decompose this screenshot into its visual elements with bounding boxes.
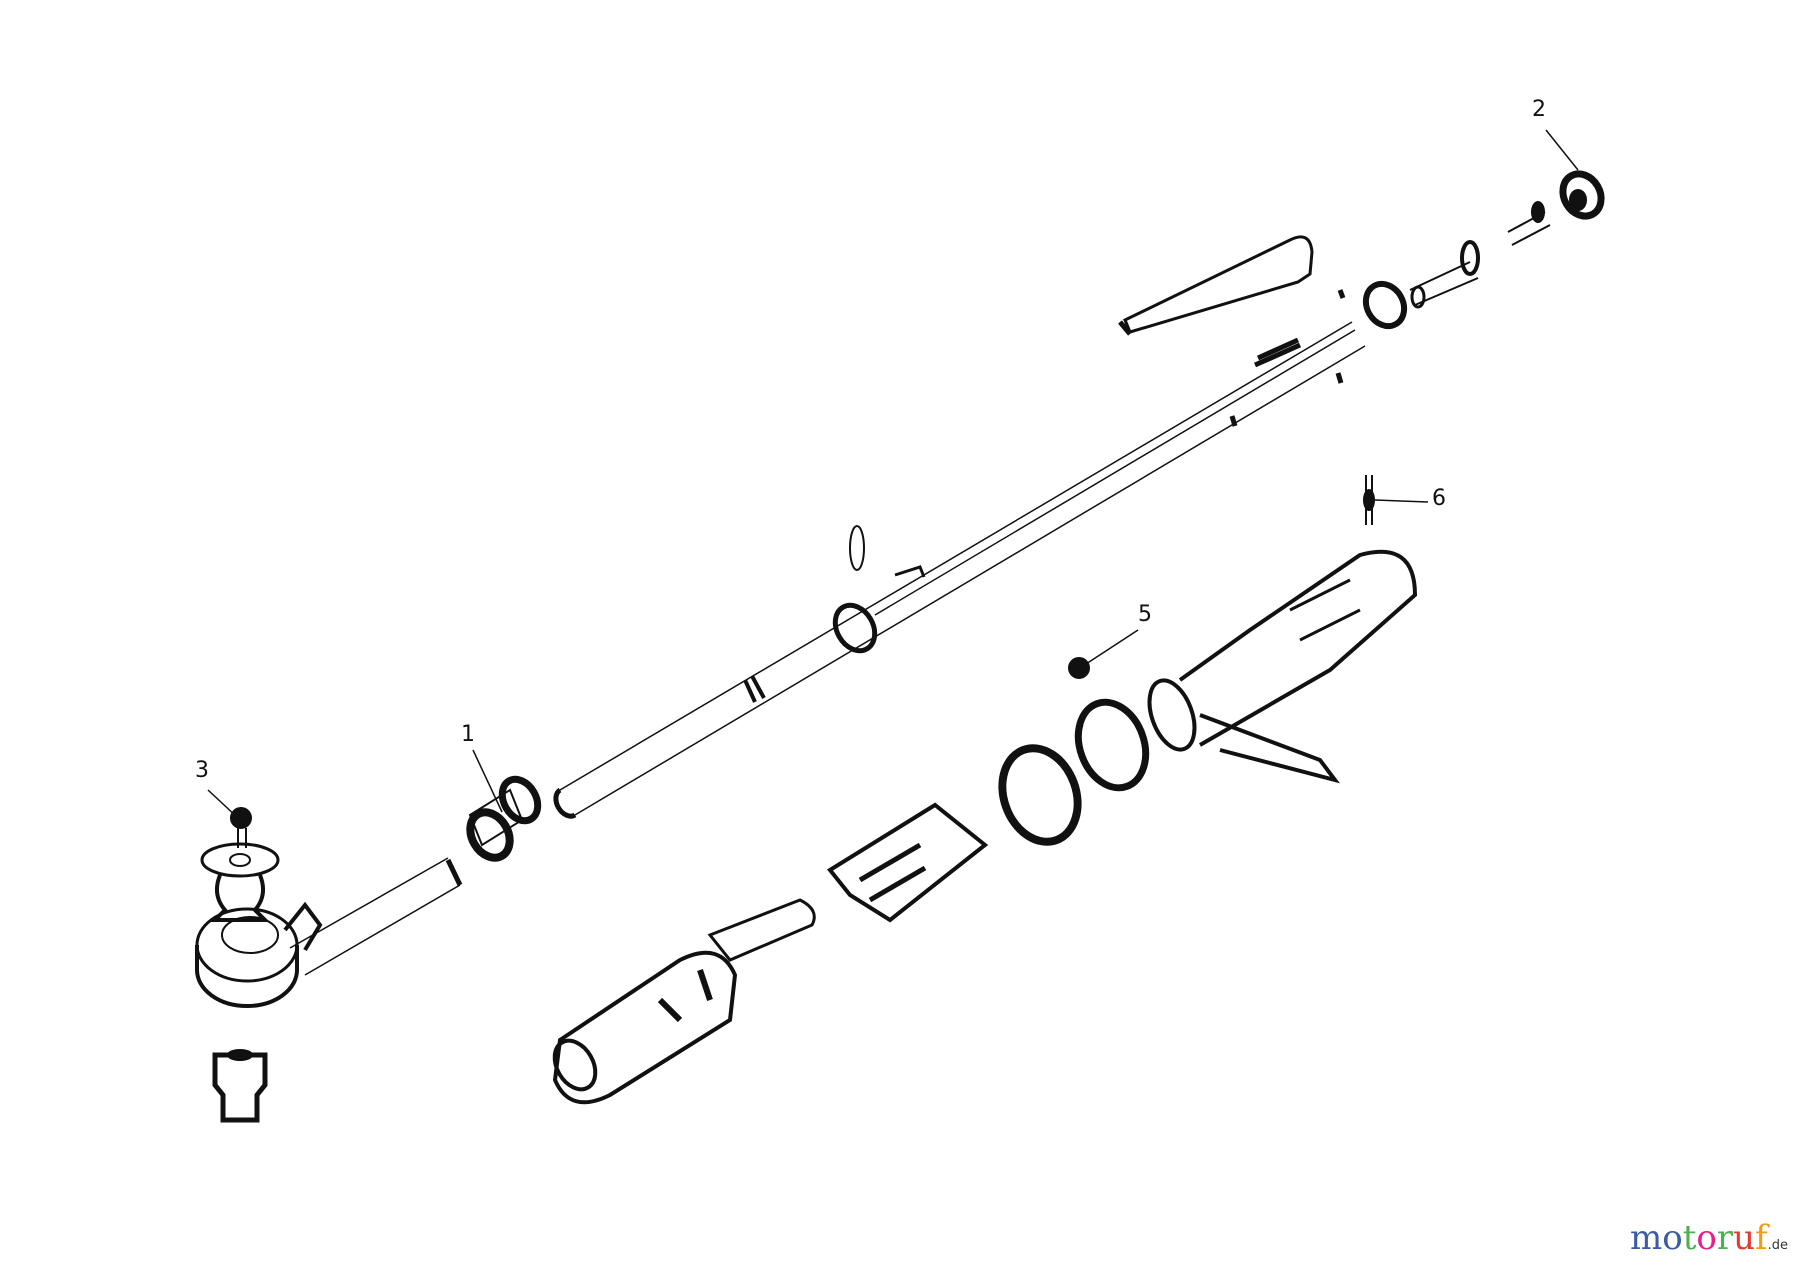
watermark-logo: motoruf.de bbox=[1630, 1218, 1788, 1258]
watermark-letter: f bbox=[1755, 1218, 1768, 1258]
ball-part bbox=[1068, 657, 1090, 679]
knob-upper bbox=[200, 807, 280, 922]
leader-lines bbox=[207, 129, 1579, 819]
shaft-assembly bbox=[289, 289, 1366, 976]
watermark-letter: t bbox=[1682, 1218, 1697, 1258]
callout-2: 2 bbox=[1532, 97, 1546, 122]
callout-1: 1 bbox=[461, 722, 475, 747]
watermark-suffix: .de bbox=[1767, 1238, 1788, 1253]
knob-lower bbox=[212, 1049, 268, 1123]
watermark-letter: u bbox=[1733, 1218, 1756, 1258]
end-parts bbox=[1362, 170, 1605, 330]
lever bbox=[1118, 235, 1314, 336]
watermark-letter: o bbox=[1696, 1218, 1717, 1258]
callout-3: 3 bbox=[195, 758, 209, 783]
ratchet-head bbox=[195, 901, 323, 1008]
watermark-letter: m bbox=[1629, 1218, 1663, 1258]
housing-assembly bbox=[552, 475, 1418, 1105]
callout-5: 5 bbox=[1138, 602, 1152, 627]
callout-6: 6 bbox=[1432, 486, 1446, 511]
watermark-text: motoruf bbox=[1630, 1218, 1768, 1258]
watermark-letter: r bbox=[1716, 1218, 1734, 1258]
watermark-letter: o bbox=[1662, 1218, 1683, 1258]
